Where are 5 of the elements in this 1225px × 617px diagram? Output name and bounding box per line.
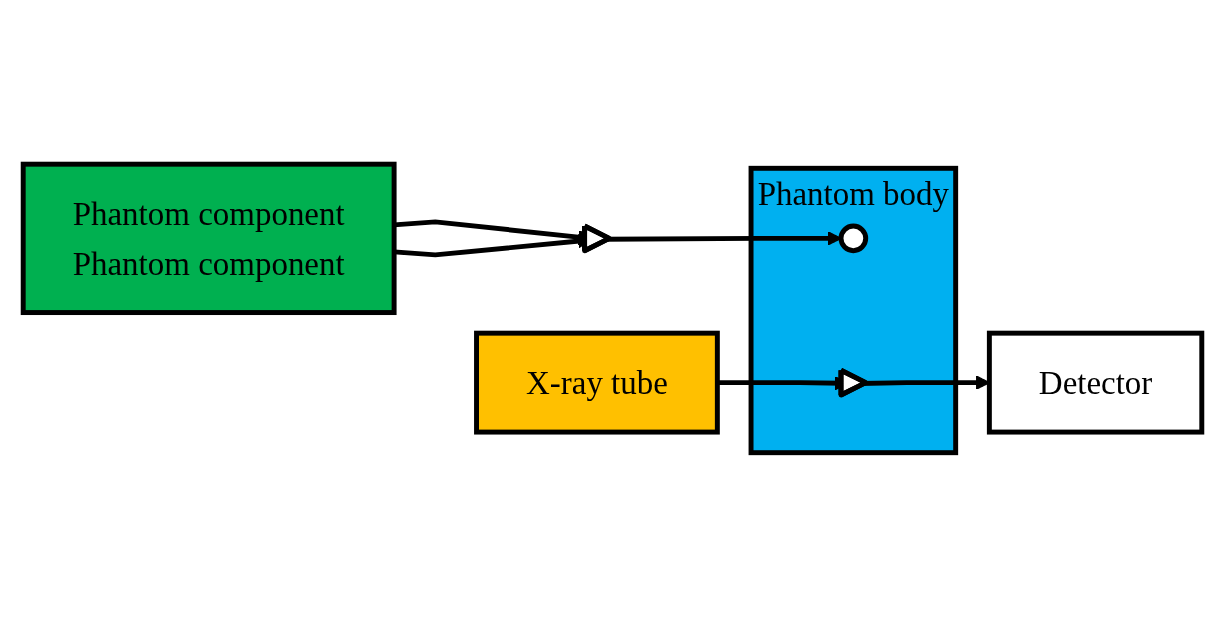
node-box: Phantom component Phantom component	[20, 161, 397, 316]
node-box: X-ray tube	[474, 330, 720, 435]
cluster: Phantom body	[748, 165, 959, 456]
node-box: Detector	[986, 330, 1205, 435]
node-circle	[838, 223, 869, 254]
